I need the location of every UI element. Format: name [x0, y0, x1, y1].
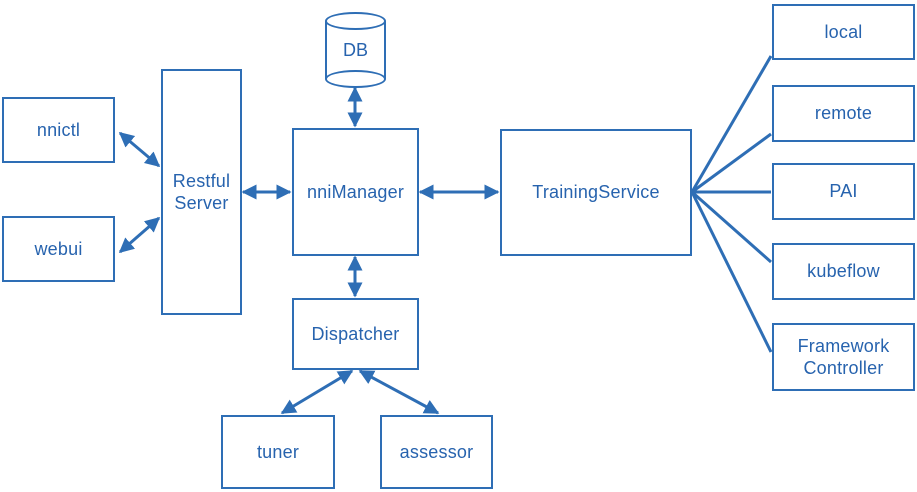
node-restful-server[interactable]: Restful Server	[161, 69, 242, 315]
node-nnictl-label: nnictl	[36, 119, 81, 140]
edge-dispatcher-assessor	[358, 369, 440, 415]
edge-dispatcher-tuner	[280, 369, 354, 415]
node-local-label: local	[824, 21, 863, 42]
node-training-service[interactable]: TrainingService	[500, 129, 692, 256]
node-webui-label: webui	[34, 238, 83, 259]
node-pai[interactable]: PAI	[772, 163, 915, 220]
node-tuner[interactable]: tuner	[221, 415, 335, 489]
node-tuner-label: tuner	[256, 441, 300, 462]
node-db-label: DB	[342, 39, 368, 60]
node-training-service-label: TrainingService	[532, 182, 660, 203]
node-remote-label: remote	[814, 103, 873, 124]
node-assessor-label: assessor	[399, 441, 474, 462]
db-cylinder-top	[325, 12, 386, 30]
edge-nnictl-restful-server	[118, 131, 161, 168]
edge-training-service-kubeflow	[691, 190, 772, 264]
node-pai-label: PAI	[829, 181, 858, 202]
node-db[interactable]: DB	[325, 12, 386, 88]
node-webui[interactable]: webui	[2, 216, 115, 282]
edge-training-service-local	[690, 55, 773, 193]
node-dispatcher-label: Dispatcher	[311, 323, 400, 344]
edge-webui-restful-server	[118, 216, 161, 254]
node-nnimanager[interactable]: nniManager	[292, 128, 419, 256]
node-framework-controller[interactable]: Framework Controller	[772, 323, 915, 391]
node-remote[interactable]: remote	[772, 85, 915, 142]
node-dispatcher[interactable]: Dispatcher	[292, 298, 419, 370]
edge-training-service-framework-controller	[690, 191, 773, 353]
node-kubeflow[interactable]: kubeflow	[772, 243, 915, 300]
node-nnictl[interactable]: nnictl	[2, 97, 115, 163]
node-kubeflow-label: kubeflow	[807, 261, 880, 282]
edge-training-service-remote	[691, 132, 772, 194]
node-nnimanager-label: nniManager	[306, 181, 405, 202]
node-local[interactable]: local	[772, 4, 915, 60]
db-cylinder-bottom	[325, 70, 386, 88]
node-framework-controller-label: Framework Controller	[797, 335, 890, 379]
node-restful-server-label: Restful Server	[172, 170, 231, 214]
node-assessor[interactable]: assessor	[380, 415, 493, 489]
